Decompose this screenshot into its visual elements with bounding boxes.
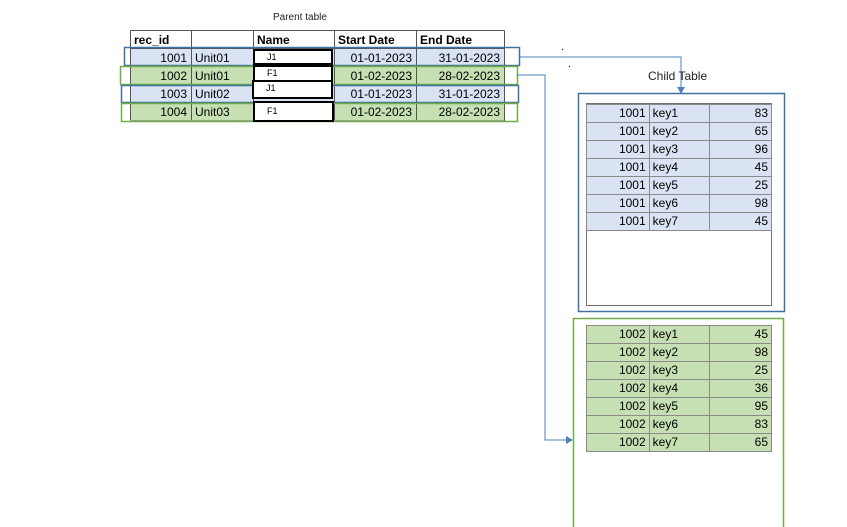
parent-unit: Unit01	[195, 69, 230, 83]
header-start-date: Start Date	[338, 33, 395, 47]
child-key: key7	[648, 433, 711, 452]
connector-1001	[519, 56, 682, 88]
header-rec-id: rec_id	[134, 33, 170, 47]
child-rec-id: 1001	[586, 122, 650, 141]
stray-dot	[568, 65, 571, 68]
parent-rec-id: 1002	[160, 69, 187, 83]
child-key: key1	[648, 325, 711, 344]
parent-start-date: 01-02-2023	[350, 69, 412, 83]
name-box-j1: J1	[253, 49, 333, 65]
child-rec-id: 1001	[586, 194, 650, 213]
child-key: key4	[648, 158, 711, 177]
child-key: key5	[648, 397, 711, 416]
child-value: 36	[709, 379, 772, 398]
child-rec-id: 1001	[586, 176, 650, 195]
parent-end-date: 31-01-2023	[438, 51, 500, 65]
parent-start-date: 01-01-2023	[350, 51, 412, 65]
parent-rec-id: 1004	[160, 105, 187, 119]
child-key: key6	[648, 415, 711, 434]
child-table-caption: Child Table	[648, 69, 708, 83]
child-key: key7	[648, 212, 711, 231]
child-value: 96	[709, 140, 772, 159]
parent-end-date: 28-02-2023	[438, 69, 500, 83]
child-value: 45	[709, 158, 772, 177]
child-rec-id: 1001	[586, 104, 650, 123]
parent-unit: Unit01	[195, 51, 230, 65]
header-name: Name	[257, 33, 290, 47]
child-value: 65	[709, 433, 772, 452]
child-key: key2	[648, 122, 711, 141]
parent-start-date: 01-02-2023	[350, 105, 412, 119]
child-key: key4	[648, 379, 711, 398]
header-end-date: End Date	[420, 33, 473, 47]
name-box-f1: F1	[253, 101, 334, 122]
child-value: 65	[709, 122, 772, 141]
arrowhead-1002	[566, 436, 573, 444]
child-group-1001-frame	[577, 92, 786, 313]
child-key: key5	[648, 176, 711, 195]
child-rec-id: 1001	[586, 212, 650, 231]
child-rec-id: 1001	[586, 158, 650, 177]
child-rec-id: 1002	[586, 433, 650, 452]
header-unit	[193, 31, 251, 49]
stray-dot	[561, 48, 564, 51]
child-value: 98	[709, 194, 772, 213]
child-rec-id: 1002	[586, 415, 650, 434]
child-value: 98	[709, 343, 772, 362]
parent-unit: Unit03	[195, 105, 230, 119]
child-rec-id: 1002	[586, 325, 650, 344]
parent-rec-id: 1003	[160, 87, 187, 101]
child-value: 45	[709, 325, 772, 344]
parent-end-date: 31-01-2023	[438, 87, 500, 101]
child-value: 25	[709, 176, 772, 195]
child-value: 45	[709, 212, 772, 231]
child-rec-id: 1002	[586, 343, 650, 362]
child-value: 83	[709, 415, 772, 434]
child-value: 25	[709, 361, 772, 380]
child-value: 95	[709, 397, 772, 416]
child-key: key3	[648, 361, 711, 380]
child-rec-id: 1002	[586, 397, 650, 416]
child-key: key2	[648, 343, 711, 362]
parent-start-date: 01-01-2023	[350, 87, 412, 101]
child-key: key3	[648, 140, 711, 159]
name-box-j1: J1	[252, 80, 333, 99]
parent-unit: Unit02	[195, 87, 230, 101]
parent-table-caption: Parent table	[273, 12, 327, 23]
child-rec-id: 1002	[586, 361, 650, 380]
child-rec-id: 1002	[586, 379, 650, 398]
connector-1002	[517, 74, 567, 441]
child-key: key1	[648, 104, 711, 123]
child-group-1002-frame	[572, 317, 785, 527]
arrowhead-1001	[677, 87, 685, 94]
child-key: key6	[648, 194, 711, 213]
parent-rec-id: 1001	[160, 51, 187, 65]
child-value: 83	[709, 104, 772, 123]
parent-end-date: 28-02-2023	[438, 105, 500, 119]
child-rec-id: 1001	[586, 140, 650, 159]
